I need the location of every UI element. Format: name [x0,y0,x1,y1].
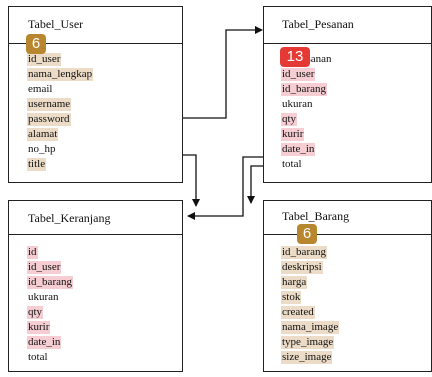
table-header [9,201,182,235]
field-username: username [27,98,72,111]
field-nama-image: nama_image [281,321,340,334]
field-date-in: date_in [281,143,316,156]
pesanan-to-barang-connector [247,165,263,204]
table-title: Tabel_User [28,17,84,31]
count-badge: 6 [26,34,46,54]
count-badge: 13 [280,47,310,67]
table-pesanan: Tabel_Pesanan id_pesanan id_user id_bara… [263,6,432,183]
table-header [9,7,182,44]
field-id-barang: id_barang [281,83,327,96]
field-no-hp: no_hp [28,143,56,155]
field-harga: harga [281,276,308,289]
field-total: total [282,158,302,170]
field-qty: qty [281,113,298,126]
count-badge: 6 [297,224,317,244]
user-to-keranjang-connector [183,154,200,207]
field-alamat: alamat [27,128,59,141]
table-keranjang: Tabel_Keranjang id id_user id_barang uku… [8,200,183,372]
field-id: id [27,246,38,259]
user-to-pesanan-connector [183,26,263,119]
table-header [264,7,431,44]
field-date-in: date_in [27,336,62,349]
table-user: Tabel_User id_user nama_lengkap email us… [8,6,183,183]
table-title: Tabel_Pesanan [282,17,354,31]
field-size-image: size_image [281,351,333,364]
field-stok: stok [281,291,302,304]
field-nama-lengkap: nama_lengkap [27,68,94,81]
field-kurir: kurir [27,321,51,334]
field-ukuran: ukuran [28,291,59,303]
field-id-user: id_user [27,53,62,66]
field-deskripsi: deskripsi [281,261,323,274]
field-created: created [281,306,315,319]
field-id-user: id_user [27,261,62,274]
field-kurir: kurir [281,128,305,141]
field-total: total [28,351,48,363]
field-id-barang: id_barang [281,246,327,259]
table-title: Tabel_Keranjang [28,211,111,225]
field-type-image: type_image [281,336,335,349]
table-title: Tabel_Barang [282,209,350,223]
field-qty: qty [27,306,44,319]
field-password: password [27,113,71,126]
field-title: title [27,158,47,171]
table-barang: Tabel_Barang id_barang deskripsi harga s… [263,200,432,372]
field-id-barang: id_barang [27,276,73,289]
pesanan-to-keranjang-connector [187,156,263,220]
field-id-user: id_user [281,68,316,81]
field-ukuran: ukuran [282,98,313,110]
table-header [264,201,431,235]
field-email: email [28,83,53,95]
